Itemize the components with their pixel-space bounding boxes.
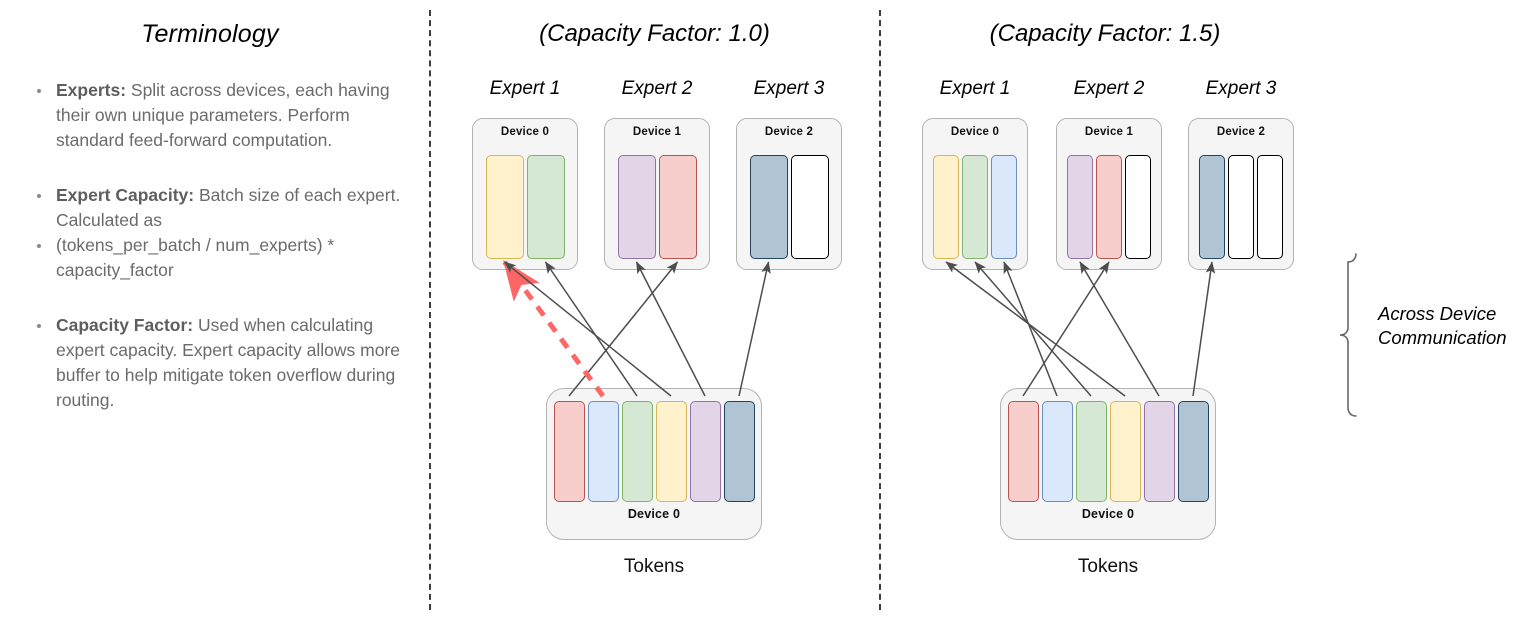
expert-slot-purple	[1067, 155, 1093, 259]
token-1-blue	[1041, 401, 1073, 502]
tokens-device-name-label: Device 0	[1081, 507, 1135, 521]
expert-slot-empty	[1228, 155, 1254, 259]
token-0-red	[553, 401, 585, 502]
expert-label-1: Expert 1	[939, 78, 1011, 99]
panel-title-cf1: (Capacity Factor: 1.0)	[539, 20, 770, 47]
device-box-device-0: Device 0	[472, 118, 578, 270]
expert-slot-row	[605, 155, 709, 259]
route-arrow-token1-to-expert1-dropped	[502, 259, 606, 398]
terminology-panel: Terminology Experts: Split across device…	[0, 0, 420, 622]
route-arrow-token4-to-expert2	[635, 261, 706, 397]
expert-slot-row	[473, 155, 577, 259]
device-name-label: Device 2	[764, 126, 814, 138]
route-arrow-token4-to-expert2	[1079, 261, 1160, 397]
expert-slot-empty	[1257, 155, 1283, 259]
device-box-device-2: Device 2	[1188, 118, 1294, 270]
token-2-green	[1075, 401, 1107, 502]
terminology-item-experts: Experts: Split across devices, each havi…	[30, 78, 402, 153]
expert-label-3: Expert 3	[753, 78, 825, 99]
token-1-blue	[587, 401, 619, 502]
term-label-capacity-factor: Capacity Factor:	[56, 315, 194, 335]
terminology-list: Experts: Split across devices, each havi…	[30, 78, 402, 443]
expert-label-1: Expert 1	[489, 78, 561, 99]
route-arrow-token0-to-expert2	[568, 261, 679, 397]
tokens-device-name-label: Device 0	[627, 507, 681, 521]
route-arrow-token5-to-expert3	[1192, 261, 1216, 397]
expert-slot-row	[1189, 155, 1293, 259]
route-arrow-token1-to-expert1	[1003, 261, 1058, 397]
device-box-device-1: Device 1	[604, 118, 710, 270]
device-box-device-1: Device 1	[1056, 118, 1162, 270]
device-name-label: Device 1	[1084, 126, 1134, 138]
device-box-device-0: Device 0	[922, 118, 1028, 270]
token-4-purple	[689, 401, 721, 502]
expert-slot-red	[658, 155, 697, 259]
token-0-red	[1007, 401, 1039, 502]
expert-slot-row	[737, 155, 841, 259]
panel-divider-1	[429, 10, 431, 610]
token-3-yellow	[1109, 401, 1141, 502]
terminology-item-expert-capacity: Expert Capacity: Batch size of each expe…	[30, 183, 402, 233]
expert-slot-green	[526, 155, 565, 259]
expert-slot-row	[923, 155, 1027, 259]
terminology-title: Terminology	[141, 20, 279, 48]
term-text-formula: (tokens_per_batch / num_experts) * capac…	[56, 235, 335, 280]
token-5-bluegray	[1177, 401, 1209, 502]
expert-slot-green	[962, 155, 988, 259]
expert-slot-empty	[1125, 155, 1151, 259]
route-arrow-token5-to-expert3	[738, 261, 771, 397]
expert-label-2: Expert 2	[1073, 78, 1145, 99]
expert-slot-yellow	[485, 155, 524, 259]
expert-label-2: Expert 2	[621, 78, 693, 99]
route-arrow-token3-to-expert1	[945, 261, 1126, 397]
expert-slot-blue	[991, 155, 1017, 259]
terminology-item-capacity-factor: Capacity Factor: Used when calculating e…	[30, 313, 402, 413]
tokens-caption: Tokens	[623, 556, 685, 577]
device-box-device-2: Device 2	[736, 118, 842, 270]
panel-title-cf15: (Capacity Factor: 1.5)	[989, 20, 1221, 47]
expert-slot-empty	[790, 155, 829, 259]
expert-label-3: Expert 3	[1205, 78, 1277, 99]
terminology-item-formula: (tokens_per_batch / num_experts) * capac…	[30, 233, 402, 283]
tokens-device-box: Device 0	[1000, 388, 1216, 540]
device-name-label: Device 0	[950, 126, 1000, 138]
route-arrow-token2-to-expert1	[544, 261, 638, 397]
device-name-label: Device 1	[632, 126, 682, 138]
panel-divider-2	[879, 10, 881, 610]
token-3-yellow	[655, 401, 687, 502]
device-name-label: Device 2	[1216, 126, 1266, 138]
tokens-caption: Tokens	[1077, 556, 1139, 577]
token-2-green	[621, 401, 653, 502]
expert-slot-row	[1057, 155, 1161, 259]
expert-slot-bluegray	[749, 155, 788, 259]
panel-capacity-factor-1.5: (Capacity Factor: 1.5) Expert 1 Device 0 E…	[880, 0, 1330, 622]
term-label-expert-capacity: Expert Capacity:	[56, 185, 195, 205]
token-4-purple	[1143, 401, 1175, 502]
term-text-expert-capacity: Batch size of each expert. Calculated as	[56, 185, 401, 230]
route-arrow-token3-to-expert1	[503, 261, 672, 397]
expert-slot-bluegray	[1199, 155, 1225, 259]
term-text-experts: Split across devices, each having their …	[56, 80, 390, 150]
token-5-bluegray	[723, 401, 755, 502]
tokens-device-box: Device 0	[546, 388, 762, 540]
term-label-experts: Experts:	[56, 80, 127, 100]
expert-slot-red	[1096, 155, 1122, 259]
panel-capacity-factor-1.0: (Capacity Factor: 1.0) Expert 1 Device 0 E…	[430, 0, 879, 622]
curly-brace-icon	[1339, 253, 1357, 417]
token-row	[547, 401, 761, 502]
expert-slot-yellow	[933, 155, 959, 259]
route-arrow-token2-to-expert1	[974, 261, 1092, 397]
route-arrow-token0-to-expert2	[1022, 261, 1110, 397]
device-name-label: Device 0	[500, 126, 550, 138]
token-row	[1001, 401, 1215, 502]
expert-slot-purple	[617, 155, 656, 259]
term-text-capacity-factor: Used when calculating expert capacity. E…	[56, 315, 400, 410]
